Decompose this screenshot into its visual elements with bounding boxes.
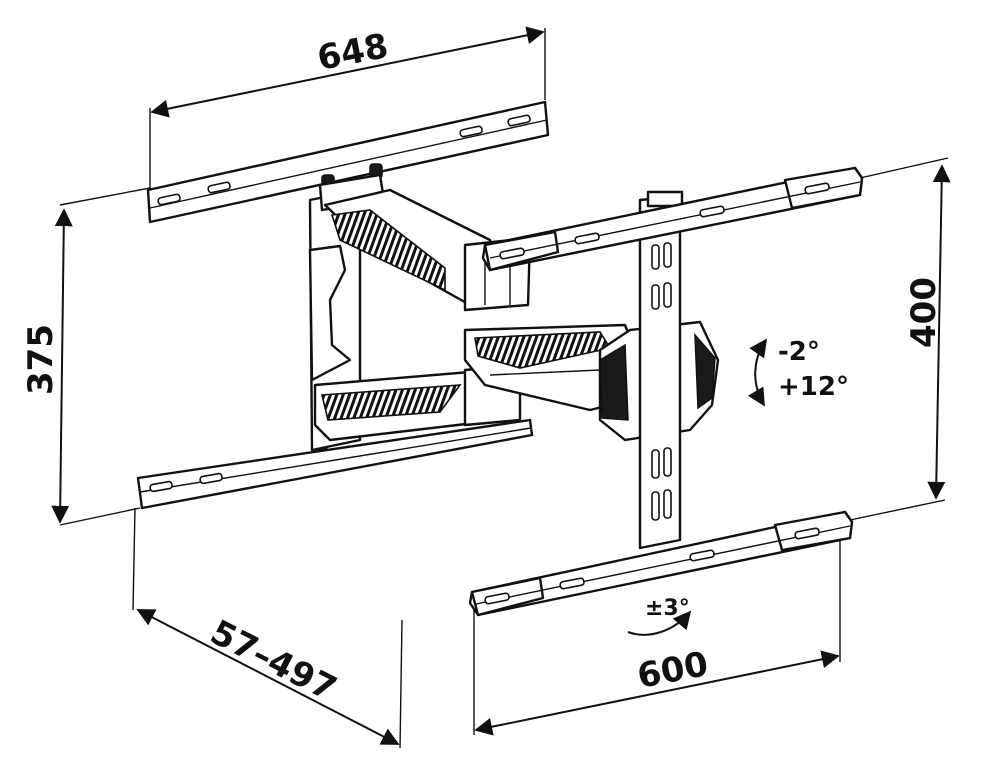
rotation-label: ±3° [645,596,690,621]
dimension-extension: 57–497 [132,507,403,749]
dimension-left-height: 375 [21,187,151,526]
top-width-label: 648 [314,26,391,79]
extension-label: 57–497 [204,612,343,709]
bottom-width-label: 600 [634,644,711,697]
lower-arm [313,363,522,442]
upper-arm [323,188,532,312]
left-height-label: 375 [21,324,61,395]
tilt-annotation: -2° +12° [747,337,849,407]
right-height-label: 400 [904,277,944,348]
tv-rail-top [481,166,864,272]
tv-vertical-bracket [638,190,684,550]
tilt-up-label: -2° [778,337,820,367]
tv-rail-bottom [468,510,854,617]
rotation-annotation: ±3° [627,596,692,636]
dimension-right-height: 400 [849,157,951,521]
extension-arm [463,323,637,412]
tilt-down-label: +12° [778,372,849,402]
